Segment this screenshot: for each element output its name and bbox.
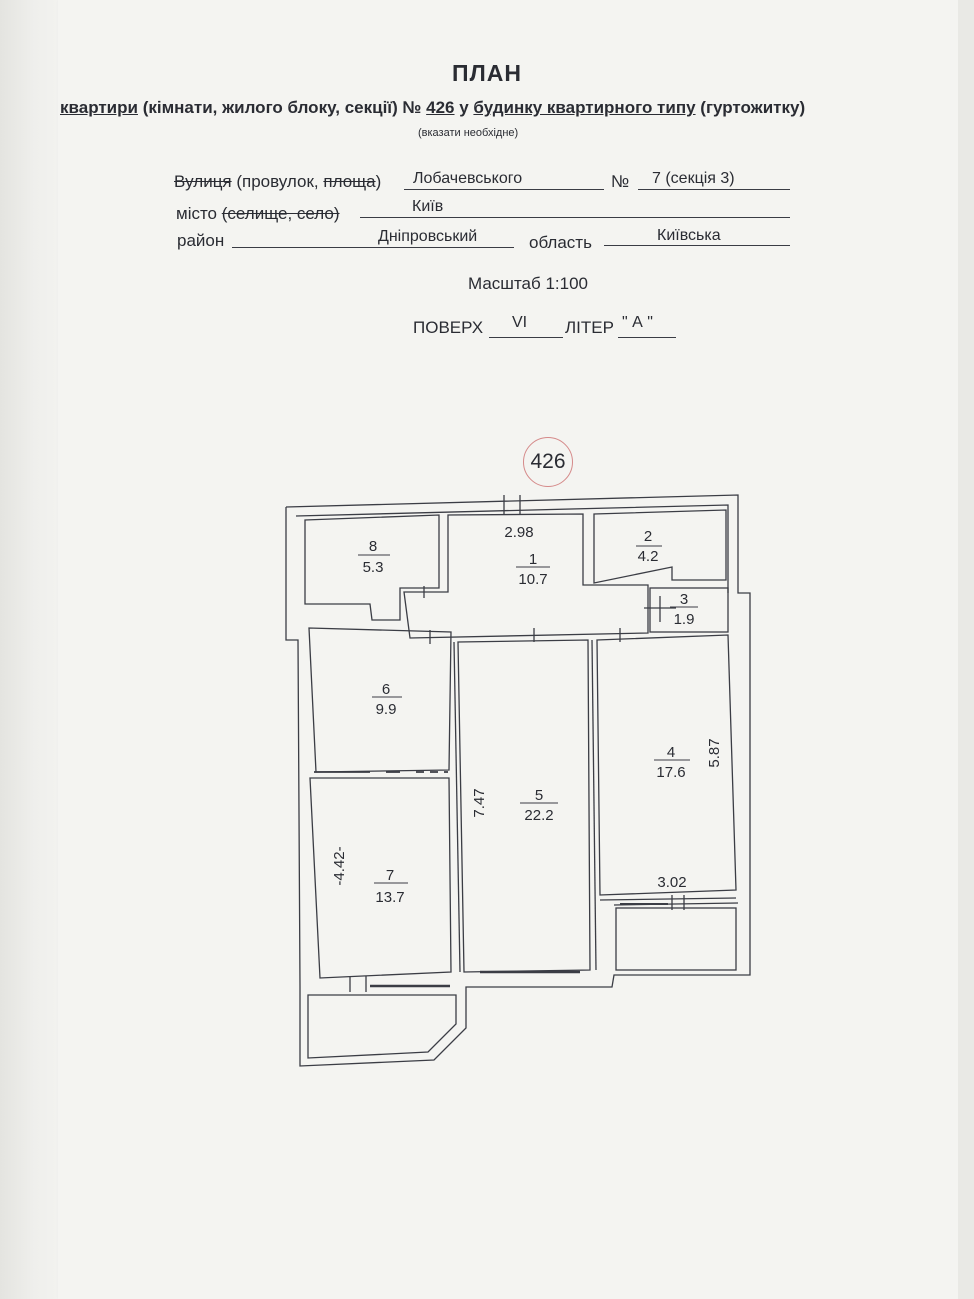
room-4-number: 4 bbox=[667, 744, 675, 761]
document-sheet bbox=[58, 0, 958, 1299]
district-underline bbox=[232, 247, 514, 248]
outer-wall-inner bbox=[295, 504, 729, 593]
dimension-room-5-length: 7.47 bbox=[471, 788, 488, 817]
subtitle-in: у bbox=[454, 98, 474, 117]
balcony-right bbox=[615, 907, 737, 971]
apartment-badge: 426 bbox=[523, 437, 573, 487]
street-label-mid: (провулок, bbox=[231, 172, 324, 191]
district-label: район bbox=[177, 231, 225, 250]
dimension-room-4-length: 5.87 bbox=[706, 738, 723, 767]
subtitle-dormitory: (гуртожитку) bbox=[695, 98, 806, 117]
page-edge-right bbox=[958, 0, 974, 1299]
room-2-number: 2 bbox=[644, 528, 652, 545]
room-1-number: 1 bbox=[529, 551, 537, 568]
room-8-outline bbox=[304, 514, 440, 621]
instruction-note: (вказати необхідне) bbox=[418, 127, 519, 139]
room-8-area: 5.3 bbox=[363, 559, 384, 576]
outer-wall bbox=[285, 494, 751, 1067]
dimension-top: 2.98 bbox=[504, 524, 533, 541]
city-label-text: місто bbox=[176, 204, 222, 223]
room-5-number: 5 bbox=[535, 787, 543, 804]
settlement-label-struck: (селище, село) bbox=[221, 204, 340, 223]
room-4-area: 17.6 bbox=[656, 764, 685, 781]
street-underline bbox=[404, 189, 604, 190]
floor-line: ПОВЕРХ bbox=[413, 318, 483, 338]
letter-value: " А " bbox=[622, 314, 653, 331]
apartment-number: 426 bbox=[426, 98, 455, 117]
district-value: Дніпровський bbox=[378, 228, 478, 245]
room-7-area: 13.7 bbox=[375, 889, 404, 906]
room-3-area: 1.9 bbox=[674, 611, 695, 628]
street-label-struck: Вулиця bbox=[174, 172, 232, 191]
floor-label: ПОВЕРХ bbox=[413, 318, 484, 337]
room-1-area: 10.7 bbox=[518, 571, 547, 588]
street-label: Вулиця (провулок, площа) bbox=[174, 172, 381, 192]
region-underline bbox=[604, 245, 790, 246]
region-value: Київська bbox=[657, 227, 721, 244]
room-2-area: 4.2 bbox=[638, 548, 659, 565]
room-3-outline bbox=[649, 587, 729, 633]
dimension-room-4-width: 3.02 bbox=[657, 874, 686, 891]
room-6-number: 6 bbox=[382, 681, 390, 698]
room-6-outline bbox=[308, 627, 452, 773]
city-label: місто (селище, село) bbox=[176, 204, 340, 224]
room-5-outline bbox=[457, 639, 591, 973]
room-1-outline bbox=[403, 513, 649, 639]
room-6-area: 9.9 bbox=[376, 701, 397, 718]
room-4-outline bbox=[596, 634, 737, 896]
letter-underline bbox=[618, 337, 676, 338]
street-value: Лобачевського bbox=[413, 170, 523, 187]
house-underline bbox=[638, 189, 790, 190]
room-5-area: 22.2 bbox=[524, 807, 553, 824]
scale-label: Масштаб 1:100 bbox=[468, 274, 588, 293]
dimension-room-7-length: -4.42- bbox=[331, 846, 348, 885]
letter-label: ЛІТЕР bbox=[565, 318, 614, 337]
subtitle-building-type: будинку квартирного типу bbox=[473, 98, 696, 117]
street-label-end: ) bbox=[375, 172, 382, 191]
room-7-outline bbox=[309, 777, 452, 979]
city-value: Київ bbox=[412, 198, 444, 215]
square-label-struck: площа bbox=[323, 172, 376, 191]
city-underline bbox=[360, 217, 790, 218]
floor-underline bbox=[489, 337, 563, 338]
room-2-outline bbox=[593, 509, 727, 584]
room-3-number: 3 bbox=[680, 591, 688, 608]
room-7-number: 7 bbox=[386, 867, 394, 884]
document-subtitle: квартири (кімнати, жилого блоку, секції)… bbox=[60, 98, 805, 118]
subtitle-middle: (кімнати, жилого блоку, секції) № bbox=[137, 98, 427, 117]
document-title: ПЛАН bbox=[452, 60, 522, 86]
house-number-value: 7 (секція 3) bbox=[652, 170, 735, 187]
balcony-left bbox=[307, 994, 457, 1059]
floor-value: VI bbox=[512, 314, 528, 331]
subtitle-apartment: квартири bbox=[60, 98, 138, 117]
region-label: область bbox=[529, 233, 592, 252]
house-number-label: № bbox=[611, 172, 630, 191]
room-8-number: 8 bbox=[369, 538, 377, 555]
